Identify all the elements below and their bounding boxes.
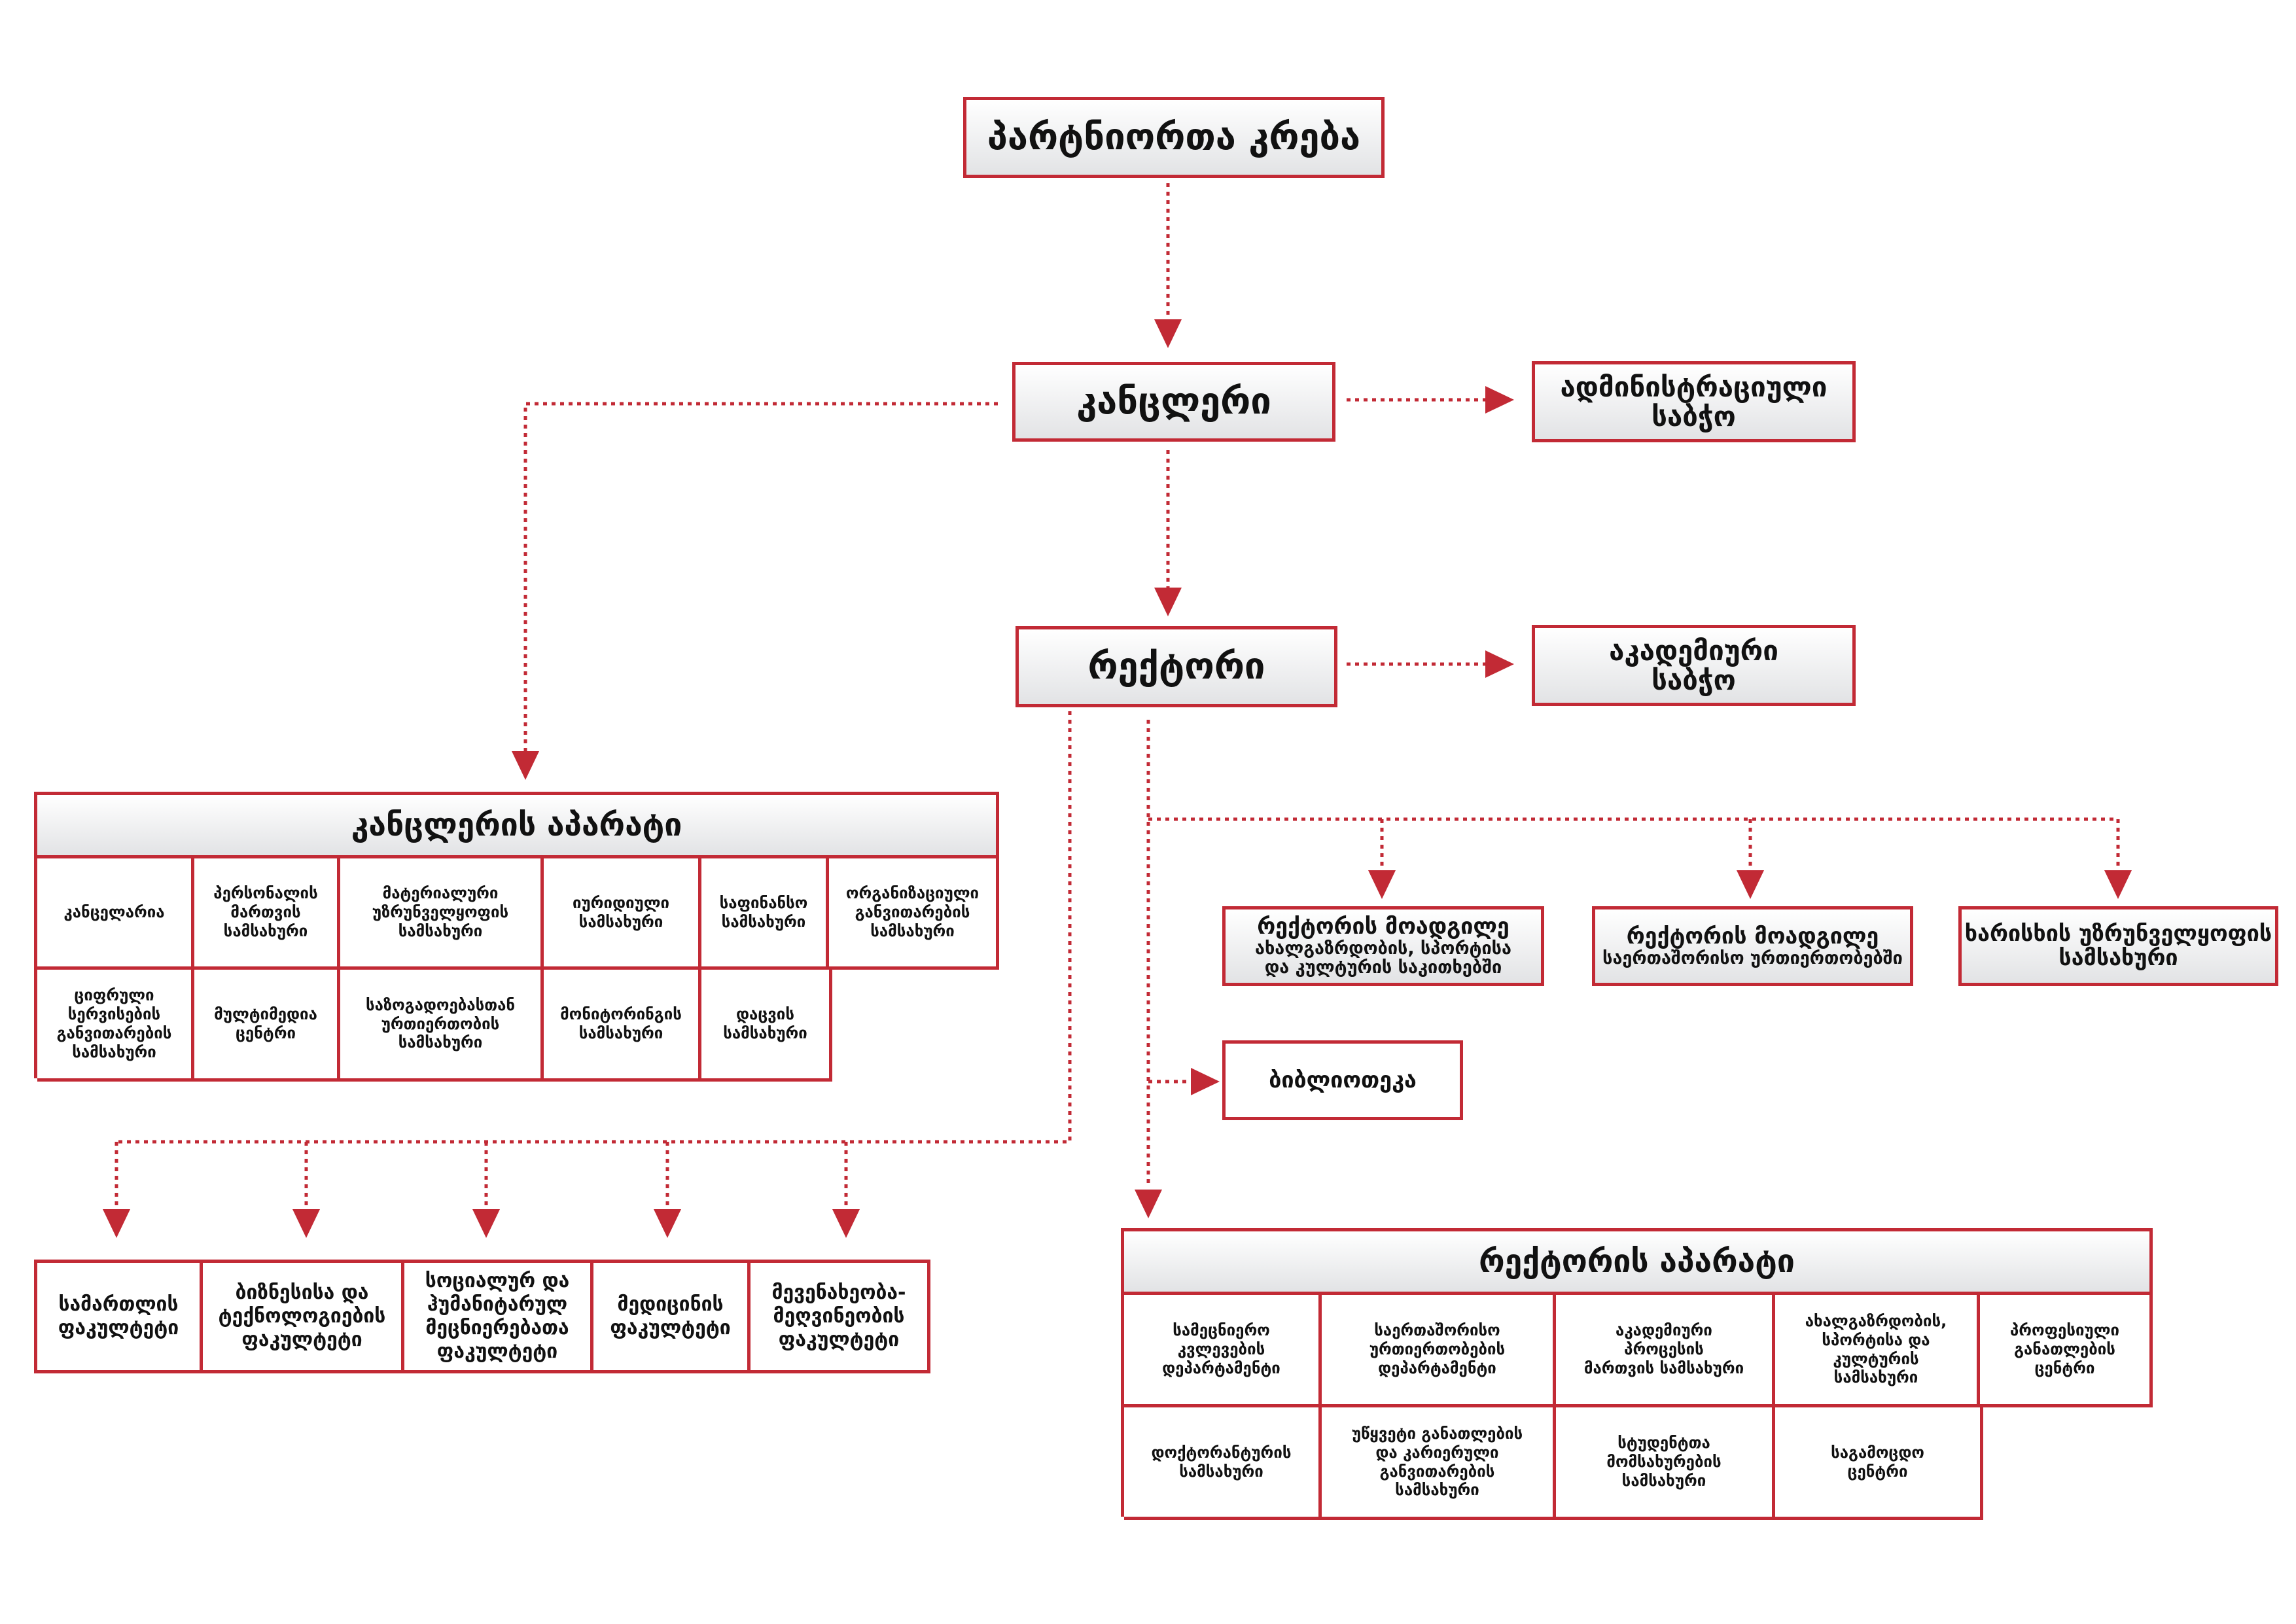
quality-assurance-box: ხარისხის უზრუნველყოფის სამსახური — [1958, 906, 2278, 986]
arrow-deputy-1 — [1368, 870, 1396, 899]
rector-office-cell: უწყვეტი განათლების და კარიერული განვითარ… — [1322, 1407, 1556, 1517]
arrow-faculty-2 — [292, 1209, 320, 1238]
arrow-deputy-2 — [1737, 870, 1764, 899]
deputy-rector-youth-line1: რექტორის მოადგილე — [1257, 913, 1510, 940]
arrow-faculty-1 — [103, 1209, 130, 1238]
arrow-faculty-5 — [832, 1209, 860, 1238]
arrow-faculty-4 — [654, 1209, 681, 1238]
chancellor-office-cell: მონიტორინგის სამსახური — [544, 970, 701, 1078]
rector-office-cell: საგამოცდო ცენტრი — [1831, 1443, 1924, 1481]
administrative-board-line2: საბჭო — [1651, 400, 1736, 432]
academic-board-box: აკადემიური საბჭო — [1532, 625, 1856, 706]
chancellor-office-cell: საფინანსო სამსახური — [701, 858, 829, 966]
rector-office-cell: აკადემიური პროცესის მართვის სამსახური — [1556, 1295, 1775, 1404]
faculty-cell: ბიზნესისა და ტექნოლოგიების ფაკულტეტი — [203, 1263, 404, 1370]
rector-box: რექტორი — [1016, 626, 1337, 707]
chancellor-office-title: კანცლერის აპარატი — [37, 795, 999, 858]
line-chancellor-office — [523, 402, 998, 756]
faculty-cell: სოციალურ და ჰუმანიტარულ მეცნიერებათა ფაკ… — [404, 1263, 593, 1370]
deputy-rector-youth-line2: ახალგაზრდობის, სპორტისა — [1255, 938, 1511, 959]
chancellor-label: კანცლერი — [1076, 380, 1271, 423]
deputy-rector-international-line2: საერთაშორისო ურთიერთობებში — [1602, 947, 1903, 968]
administrative-board-box: ადმინისტრაციული საბჭო — [1532, 361, 1856, 442]
chancellor-office-cell: ციფრული სერვისების განვითარების სამსახურ… — [37, 970, 194, 1078]
line-rector-faculties — [116, 711, 1072, 1144]
rector-office-cell: ახალგაზრდობის, სპორტისა და კულტურის სამს… — [1775, 1295, 1980, 1404]
rector-office-cell: სამეცნიერო კვლევების დეპარტამენტი — [1124, 1295, 1322, 1404]
deputy-rector-youth-box: რექტორის მოადგილე ახალგაზრდობის, სპორტის… — [1222, 906, 1544, 986]
chancellor-office-cell: მულტიმედია ცენტრი — [194, 970, 340, 1078]
arrow-rector-office — [1135, 1190, 1162, 1218]
arrow-faculty-3 — [472, 1209, 500, 1238]
arrow-quality — [2104, 870, 2132, 899]
library-label: ბიბლიოთეკა — [1269, 1067, 1417, 1093]
arrow-admin — [1485, 386, 1514, 414]
chancellor-office-cell: დაცვის სამსახური — [723, 1005, 807, 1042]
deputy-rector-youth-line3: და კულტურის საკითხებში — [1264, 957, 1502, 978]
chancellor-office-cell: კანცელარია — [37, 858, 194, 966]
rector-office-title: რექტორის აპარატი — [1124, 1231, 2153, 1295]
chancellor-office-table: კანცლერის აპარატი კანცელარია პერსონალის … — [34, 792, 999, 1082]
chancellor-box: კანცლერი — [1012, 362, 1335, 442]
faculties-row: სამართლის ფაკულტეტი ბიზნესისა და ტექნოლო… — [34, 1260, 930, 1373]
chancellor-office-cell: მატერიალური უზრუნველყოფის სამსახური — [340, 858, 544, 966]
quality-assurance-line1: ხარისხის უზრუნველყოფის — [1964, 921, 2272, 947]
faculty-cell: მევენახეობა- მეღვინეობის ფაკულტეტი — [771, 1281, 906, 1351]
faculty-cell: მედიცინის ფაკულტეტი — [593, 1263, 751, 1370]
faculty-cell: სამართლის ფაკულტეტი — [37, 1263, 203, 1370]
rector-office-table: რექტორის აპარატი სამეცნიერო კვლევების დე… — [1121, 1228, 2153, 1520]
rector-office-cell: დოქტორანტურის სამსახური — [1124, 1407, 1322, 1517]
partners-assembly-box: პარტნიორთა კრება — [963, 97, 1385, 178]
quality-assurance-line2: სამსახური — [2058, 945, 2178, 971]
rector-label: რექტორი — [1087, 644, 1265, 688]
partners-assembly-label: პარტნიორთა კრება — [987, 115, 1361, 158]
academic-board-line2: საბჭო — [1651, 664, 1736, 696]
chancellor-office-cell: იურიდიული სამსახური — [544, 858, 701, 966]
arrow-rector — [1154, 588, 1182, 616]
chancellor-office-cell: პერსონალის მართვის სამსახური — [194, 858, 340, 966]
chancellor-office-cell: საზოგადოებასთან ურთიერთობის სამსახური — [340, 970, 544, 1078]
arrow-library — [1191, 1068, 1220, 1095]
chancellor-office-cell: ორგანიზაციული განვითარების სამსახური — [845, 884, 980, 940]
rector-office-cell: პროფესიული განათლების ცენტრი — [2009, 1321, 2119, 1377]
deputy-rector-international-box: რექტორის მოადგილე საერთაშორისო ურთიერთობ… — [1592, 906, 1913, 986]
arrow-chancellor-office — [512, 751, 539, 780]
rector-office-cell: სტუდენტთა მომსახურების სამსახური — [1556, 1407, 1775, 1517]
administrative-board-line1: ადმინისტრაციული — [1560, 370, 1828, 403]
arrow-academic — [1485, 650, 1514, 678]
rector-office-cell: საერთაშორისო ურთიერთობების დეპარტამენტი — [1322, 1295, 1556, 1404]
library-box: ბიბლიოთეკა — [1222, 1040, 1463, 1120]
deputy-rector-international-line1: რექტორის მოადგილე — [1626, 923, 1879, 950]
arrow-chancellor — [1154, 319, 1182, 348]
academic-board-line1: აკადემიური — [1609, 634, 1778, 667]
